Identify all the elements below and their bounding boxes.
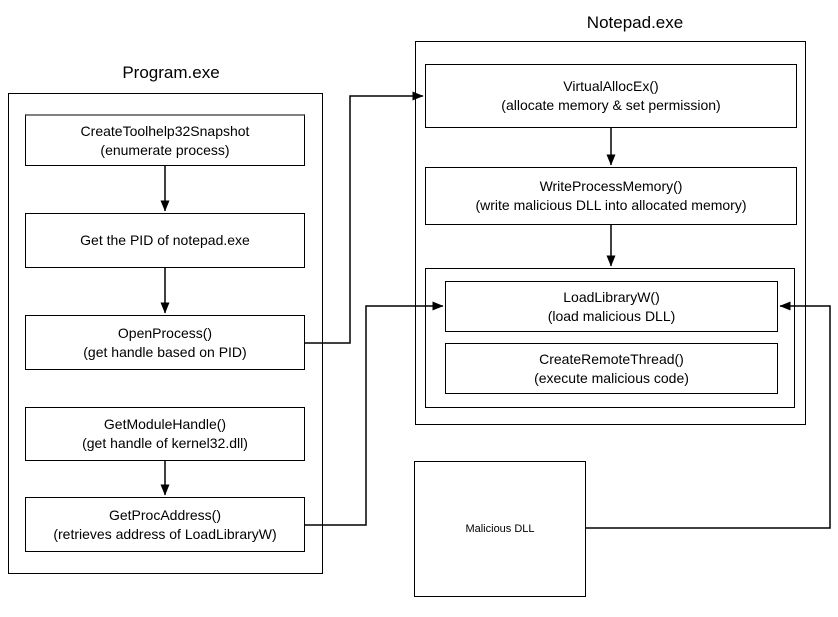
box-createtoolhelp32snapshot-title: CreateToolhelp32Snapshot bbox=[80, 122, 250, 139]
box-getmodulehandle-subtitle: (get handle of kernel32.dll) bbox=[82, 435, 248, 451]
box-createtoolhelp32snapshot-subtitle: (enumerate process) bbox=[100, 141, 230, 158]
box-createremotethread-subtitle: (execute malicious code) bbox=[534, 369, 689, 386]
box-virtualallocex-subtitle: (allocate memory & set permission) bbox=[501, 97, 721, 113]
box-getprocaddress: GetProcAddress() (retrieves address of L… bbox=[25, 497, 305, 552]
box-openprocess: OpenProcess() (get handle based on PID) bbox=[25, 315, 305, 370]
box-virtualallocex-title: VirtualAllocEx() bbox=[563, 78, 659, 94]
box-getmodulehandle-title: GetModuleHandle() bbox=[103, 416, 227, 432]
box-malicious-dll-label: Malicious DLL bbox=[465, 523, 535, 535]
box-getprocaddress-title: GetProcAddress() bbox=[108, 506, 222, 523]
box-loadlibraryw: LoadLibraryW() (load malicious DLL) bbox=[445, 281, 778, 332]
box-writeprocessmemory-subtitle: (write malicious DLL into allocated memo… bbox=[475, 197, 747, 213]
box-loadlibraryw-title: LoadLibraryW() bbox=[563, 288, 660, 305]
box-createremotethread: CreateRemoteThread() (execute malicious … bbox=[445, 343, 778, 394]
box-get-pid: Get the PID of notepad.exe bbox=[25, 213, 305, 268]
box-openprocess-subtitle: (get handle based on PID) bbox=[83, 343, 247, 360]
box-writeprocessmemory: WriteProcessMemory() (write malicious DL… bbox=[425, 167, 797, 225]
program-section-title: Program.exe bbox=[122, 63, 220, 82]
notepad-section-title: Notepad.exe bbox=[586, 13, 684, 32]
box-getmodulehandle: GetModuleHandle() (get handle of kernel3… bbox=[25, 407, 305, 461]
box-loadlibraryw-subtitle: (load malicious DLL) bbox=[547, 307, 676, 324]
box-virtualallocex: VirtualAllocEx() (allocate memory & set … bbox=[425, 64, 797, 128]
box-malicious-dll: Malicious DLL bbox=[414, 461, 586, 597]
box-createremotethread-title: CreateRemoteThread() bbox=[539, 350, 684, 367]
box-get-pid-title: Get the PID of notepad.exe bbox=[80, 232, 250, 248]
box-openprocess-title: OpenProcess() bbox=[117, 324, 213, 341]
box-writeprocessmemory-title: WriteProcessMemory() bbox=[539, 178, 683, 194]
box-getprocaddress-subtitle: (retrieves address of LoadLibraryW) bbox=[53, 525, 277, 542]
box-createtoolhelp32snapshot: CreateToolhelp32Snapshot (enumerate proc… bbox=[25, 114, 305, 166]
